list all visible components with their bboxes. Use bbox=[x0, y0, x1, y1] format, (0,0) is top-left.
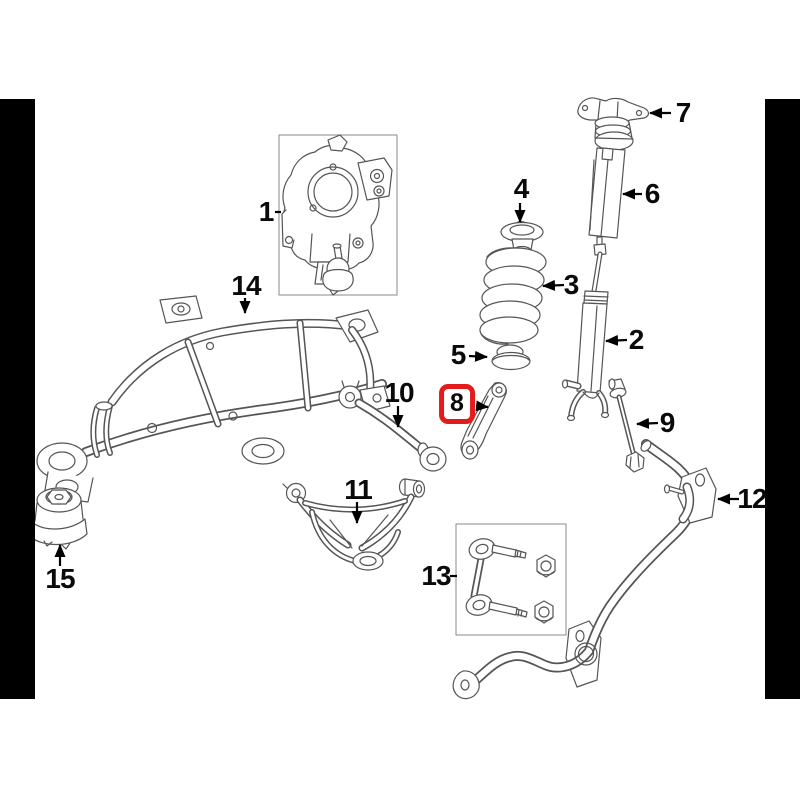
part-5-illustration bbox=[491, 344, 531, 371]
callout-11[interactable]: 11 bbox=[344, 474, 373, 505]
part-14-illustration bbox=[36, 295, 391, 503]
callout-3[interactable]: 3 bbox=[563, 269, 580, 300]
part-13-illustration bbox=[455, 523, 567, 636]
part-3-illustration bbox=[479, 247, 547, 345]
callout-1[interactable]: 1 bbox=[258, 196, 275, 227]
callout-13[interactable]: 13 bbox=[421, 560, 451, 591]
part-9-illustration bbox=[608, 378, 645, 473]
part-1-illustration bbox=[278, 134, 398, 296]
part-2-illustration bbox=[561, 236, 610, 422]
callout-5[interactable]: 5 bbox=[450, 339, 467, 370]
part-12-illustration bbox=[452, 439, 717, 700]
callout-10[interactable]: 10 bbox=[384, 377, 414, 408]
callout-2[interactable]: 2 bbox=[628, 324, 645, 355]
callout-4[interactable]: 4 bbox=[513, 173, 530, 204]
left-crop-bar bbox=[0, 99, 35, 699]
part-6-illustration bbox=[588, 147, 626, 239]
callout-14[interactable]: 14 bbox=[231, 270, 261, 301]
part-8-illustration bbox=[460, 382, 507, 460]
callout-7[interactable]: 7 bbox=[675, 97, 692, 128]
callout-12[interactable]: 12 bbox=[737, 483, 767, 514]
part-11-illustration bbox=[282, 478, 426, 571]
callout-15[interactable]: 15 bbox=[45, 563, 75, 594]
part-7-illustration bbox=[577, 97, 650, 151]
part-15-illustration bbox=[30, 487, 88, 550]
callout-9[interactable]: 9 bbox=[659, 407, 676, 438]
callout-8-highlighted[interactable]: 8 bbox=[439, 384, 475, 424]
right-crop-bar bbox=[765, 99, 800, 699]
callout-leaders bbox=[54, 107, 739, 578]
callout-6[interactable]: 6 bbox=[644, 178, 661, 209]
